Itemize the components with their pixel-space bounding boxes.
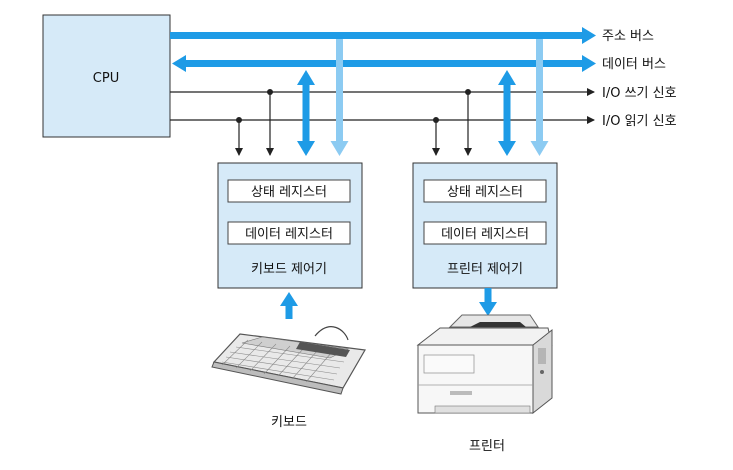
printer-status-register-label: 상태 레지스터 xyxy=(447,185,523,200)
keyboard-status-register xyxy=(227,179,351,203)
address-bus xyxy=(170,27,596,44)
keyboard-status-register-label: 상태 레지스터 xyxy=(251,185,327,200)
printer-label: 프린터 xyxy=(469,439,505,454)
printer-controller-links xyxy=(432,39,549,316)
keyboard-data-register-label: 데이터 레지스터 xyxy=(245,227,333,242)
io-write-label: I/O 쓰기 신호 xyxy=(602,86,677,101)
printer-controller-title: 프린터 제어기 xyxy=(447,262,523,277)
data-bus-label: 데이터 버스 xyxy=(602,57,666,72)
keyboard-label: 키보드 xyxy=(271,415,307,430)
keyboard-controller-links xyxy=(235,39,349,319)
printer-data-register xyxy=(423,221,547,245)
printer-image xyxy=(416,314,553,415)
keyboard-controller-title: 키보드 제어기 xyxy=(251,262,327,277)
printer-controller: 상태 레지스터 데이터 레지스터 프린터 제어기 xyxy=(412,162,558,289)
keyboard-data-register xyxy=(227,221,351,245)
address-bus-label: 주소 버스 xyxy=(602,29,654,44)
printer-status-register xyxy=(423,179,547,203)
cpu-label: CPU xyxy=(93,71,119,86)
keyboard-image xyxy=(211,326,366,395)
data-bus xyxy=(172,55,596,72)
keyboard-controller: 상태 레지스터 데이터 레지스터 키보드 제어기 xyxy=(217,162,363,289)
cpu-block: CPU xyxy=(42,14,171,138)
printer-data-register-label: 데이터 레지스터 xyxy=(441,227,529,242)
io-read-label: I/O 읽기 신호 xyxy=(602,114,677,129)
